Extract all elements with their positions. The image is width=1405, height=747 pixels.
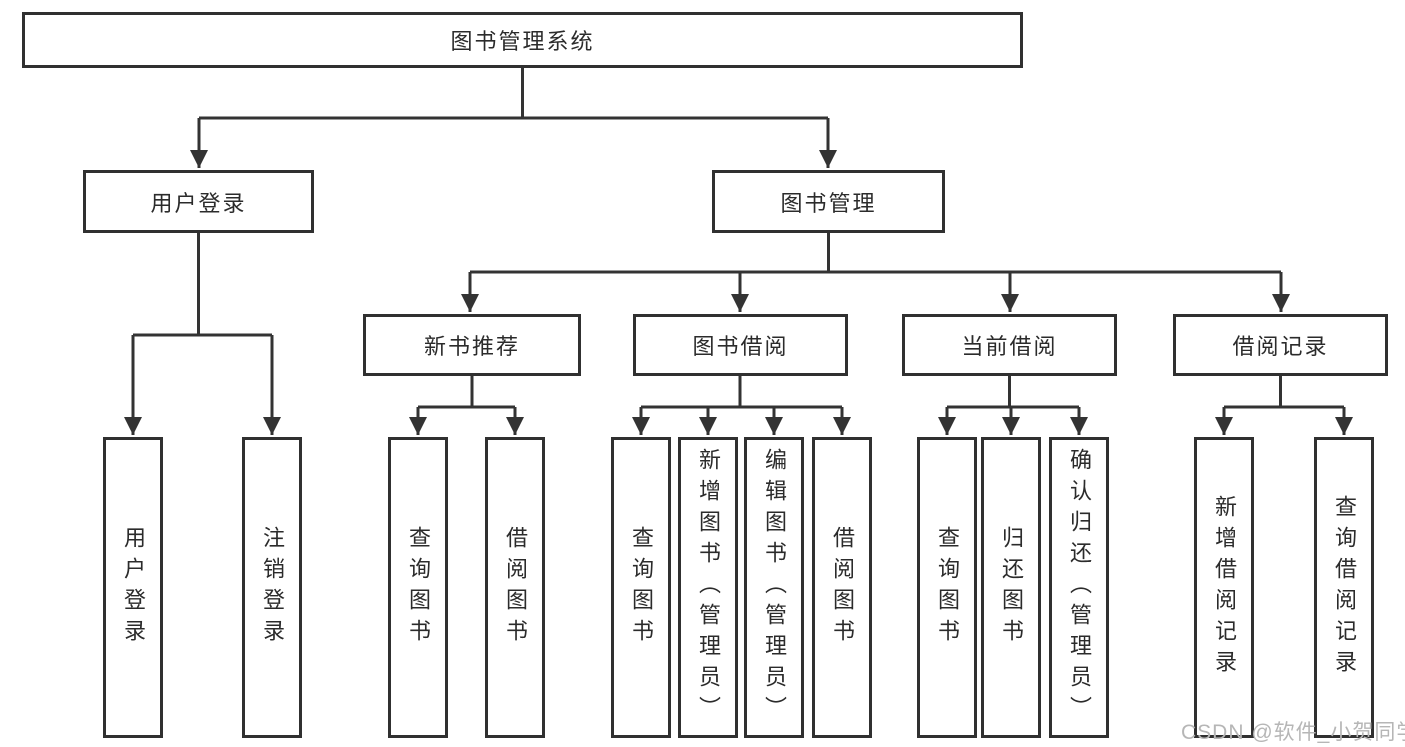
node-root-title: 图书管理系统: [22, 12, 1023, 68]
leaf-borrow-books: 借阅图书: [812, 437, 872, 738]
leaf-label: 查询借阅记录: [1332, 494, 1357, 681]
node-book-management: 图书管理: [712, 170, 945, 233]
node-branch-book-borrow: 图书借阅: [633, 314, 848, 376]
csdn-watermark: CSDN @软件_小贺同学: [1181, 721, 1405, 744]
leaf-label: 借阅图书: [830, 525, 855, 650]
leaf-label: 归还图书: [999, 525, 1024, 650]
leaf-label: 用户登录: [121, 525, 146, 650]
leaf-label: 借阅图书: [503, 525, 528, 650]
leaf-query-books: 查询图书: [611, 437, 671, 738]
leaf-label: 编辑图书（管理员）: [762, 448, 787, 727]
node-branch-borrow-records: 借阅记录: [1173, 314, 1388, 376]
leaf-query-borrow-record: 查询借阅记录: [1314, 437, 1374, 738]
leaf-label: 新增借阅记录: [1212, 494, 1237, 681]
leaf-label: 注销登录: [260, 525, 285, 650]
leaf-label: 查询图书: [935, 525, 960, 650]
leaf-user-login: 用户登录: [103, 437, 163, 738]
node-user-login: 用户登录: [83, 170, 314, 233]
leaf-add-borrow-record: 新增借阅记录: [1194, 437, 1254, 738]
leaf-confirm-return-admin: 确认归还（管理员）: [1049, 437, 1109, 738]
leaf-edit-books-admin: 编辑图书（管理员）: [744, 437, 804, 738]
leaf-add-books-admin: 新增图书（管理员）: [678, 437, 738, 738]
leaf-label: 新增图书（管理员）: [696, 448, 721, 727]
leaf-return-books: 归还图书: [981, 437, 1041, 738]
node-branch-new-book-recommend: 新书推荐: [363, 314, 581, 376]
leaf-label: 查询图书: [406, 525, 431, 650]
node-branch-current-borrow: 当前借阅: [902, 314, 1117, 376]
leaf-query-books: 查询图书: [388, 437, 448, 738]
leaf-borrow-books: 借阅图书: [485, 437, 545, 738]
leaf-label: 查询图书: [629, 525, 654, 650]
leaf-query-books: 查询图书: [917, 437, 977, 738]
leaf-logout: 注销登录: [242, 437, 302, 738]
leaf-label: 确认归还（管理员）: [1067, 448, 1092, 727]
